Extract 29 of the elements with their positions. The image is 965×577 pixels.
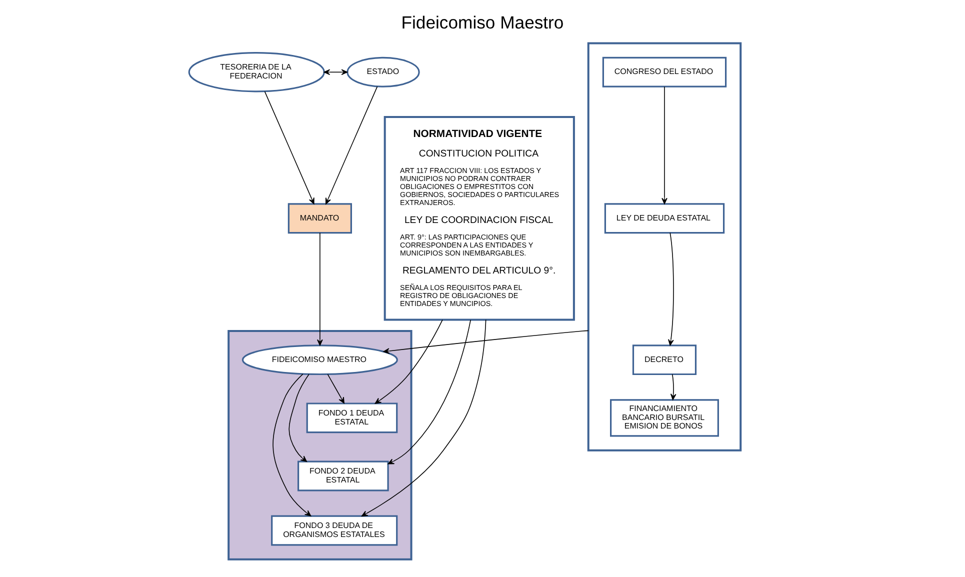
node-ellipse: FIDEICOMISO MAESTRO [242, 344, 398, 376]
node-box: DECRETO [632, 344, 697, 376]
node-box: CONGRESO DEL ESTADO [602, 56, 727, 88]
cluster [587, 42, 742, 452]
node-box: NORMATIVIDAD VIGENTE CONSTITUCION POLITICA ART 117 FRACCION VIII: LOS ESTADOS Y MUNICIPIOS NO PODRAN CONTRAER OBLIGACIONES O EMPRESTITOS CON GOBIERNOS, SOCIEDADES O PARTICULARES EXTRANJEROS. LEY DE COORDINACION FISCAL ART. 9°: LAS PARTICIPACIONES QUE CORRESPONDEN A LAS ENTIDADES Y MUNICIPIOS SON INEMBARGABLES. REGLAMENTO DEL ARTICULO 9°. SEÑALA LOS REQUISITOS PARA EL REGISTRO DE OBLIGACIONES DE ENTIDADES Y MUNCIPIOS. [384, 116, 575, 321]
arrow [272, 374, 312, 516]
arrow [325, 86, 378, 204]
arrow [383, 330, 589, 354]
arrow [361, 319, 486, 516]
node-box: LEY DE DEUDA ESTATAL [604, 203, 725, 234]
arrow [264, 91, 314, 204]
cluster [228, 330, 412, 560]
arrow [388, 320, 472, 464]
arrow [374, 319, 443, 404]
arrow [662, 86, 668, 204]
diagram-title: Fideicomiso Maestro [401, 12, 564, 33]
arrow [668, 232, 674, 346]
node-box: FONDO 2 DEUDA ESTATAL [298, 460, 389, 492]
node-box: MANDATO [288, 203, 352, 234]
arrow [317, 232, 323, 346]
node-ellipse: ESTADO [346, 56, 420, 88]
node-box: FONDO 3 DEUDA DE ORGANISMOS ESTATALES [271, 515, 398, 546]
node-ellipse: TESORERIA DE LA FEDERACION [188, 52, 325, 92]
arrow [288, 374, 310, 462]
node-box: FONDO 1 DEUDA ESTATAL [306, 402, 398, 434]
arrow [327, 374, 344, 404]
arrow [324, 69, 348, 76]
node-box: FINANCIAMIENTO BANCARIO BURSATIL EMISION DE BONOS [610, 399, 719, 437]
arrow [670, 374, 676, 400]
